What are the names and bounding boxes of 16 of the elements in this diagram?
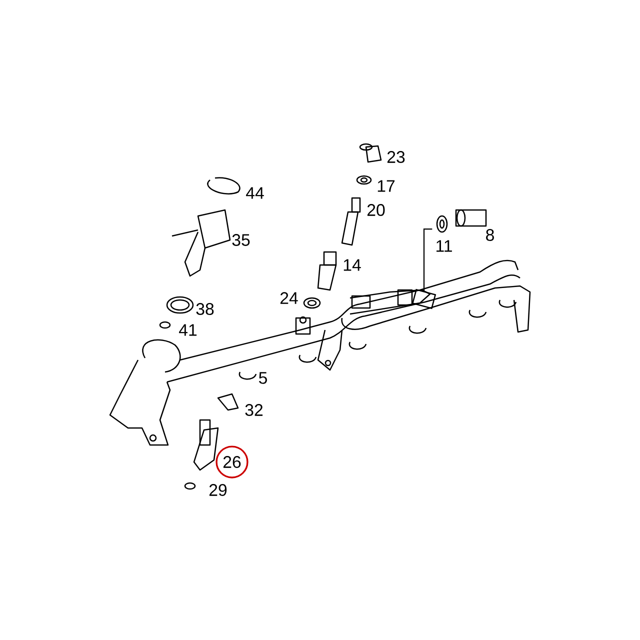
circled-callout-number: 26 <box>216 446 248 478</box>
callout-number: 17 <box>378 180 395 192</box>
callout-number: 24 <box>280 292 298 304</box>
callout-number: 5 <box>259 372 267 384</box>
callout-number: 29 <box>209 484 227 496</box>
callout-number: 8 <box>486 229 494 241</box>
callout-number: 32 <box>245 404 263 416</box>
callout-number: 38 <box>196 303 214 315</box>
callout-number: 14 <box>344 259 361 271</box>
callout-number: 11 <box>436 240 452 252</box>
callout-number: 23 <box>387 151 405 163</box>
callout-number: 41 <box>179 324 197 336</box>
leader-line <box>423 228 432 292</box>
callout-number: 44 <box>246 187 264 199</box>
callout-number: 35 <box>232 234 250 246</box>
callout-number: 20 <box>367 204 385 216</box>
